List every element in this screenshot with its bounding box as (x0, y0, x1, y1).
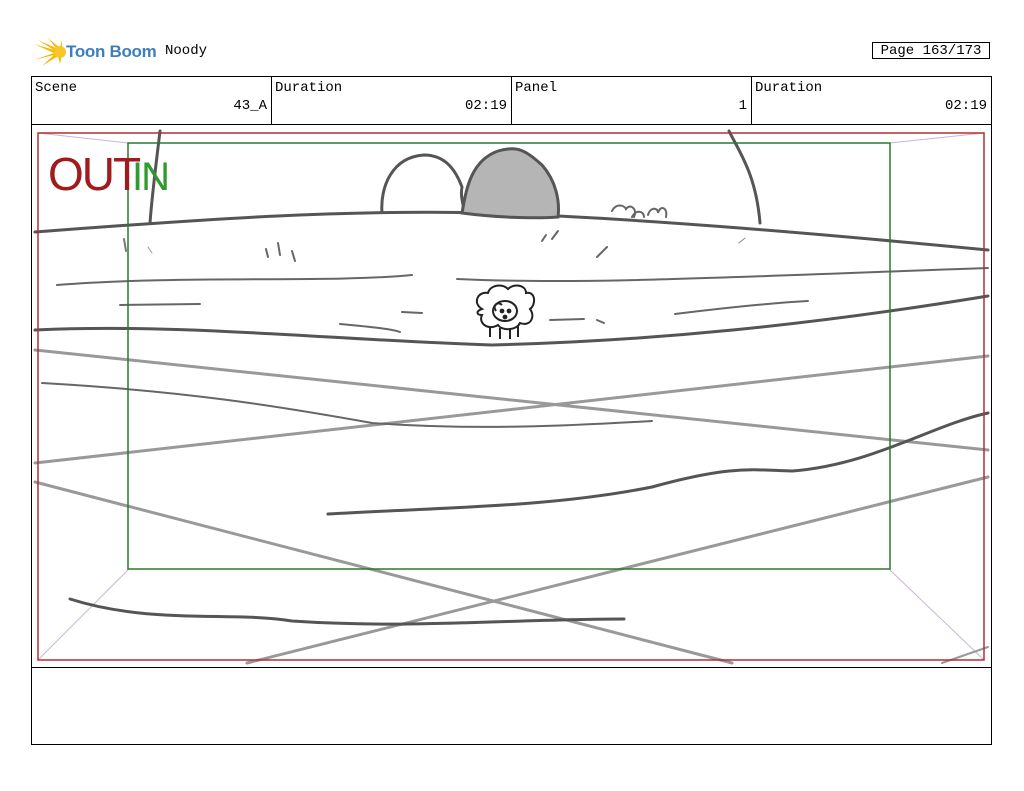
page-number: Page 163/173 (872, 42, 990, 59)
panel-duration-label: Duration (755, 80, 823, 96)
scene-duration-cell: Duration 02:19 (272, 77, 512, 124)
project-name: Noody (165, 43, 208, 59)
storyboard-panel: OUT IN (32, 125, 991, 668)
panel-cell: Panel 1 (512, 77, 752, 124)
panel-duration-value: 02:19 (944, 98, 987, 114)
out-label: OUT (48, 148, 141, 200)
panel-drawing: OUT IN (33, 129, 990, 665)
logo-text: Toon Boom (66, 42, 157, 61)
rocks (380, 147, 560, 220)
storyboard-sheet: Scene 43_A Duration 02:19 Panel 1 Durati… (31, 76, 992, 745)
panel-notes (32, 668, 991, 744)
sheep-drawing (475, 284, 536, 339)
scene-duration-label: Duration (275, 80, 343, 96)
panel-info-row: Scene 43_A Duration 02:19 Panel 1 Durati… (32, 77, 991, 125)
scene-cell: Scene 43_A (32, 77, 272, 124)
in-frame (127, 142, 891, 570)
panel-duration-cell: Duration 02:19 (752, 77, 991, 124)
panel-label: Panel (515, 80, 558, 96)
starburst-icon (34, 38, 66, 66)
scene-value: 43_A (233, 98, 267, 114)
in-label: IN (132, 155, 168, 199)
scene-label: Scene (35, 80, 78, 96)
scene-duration-value: 02:19 (464, 98, 507, 114)
panel-value: 1 (738, 98, 747, 114)
out-frame (37, 132, 985, 661)
camera-guides (37, 132, 985, 661)
